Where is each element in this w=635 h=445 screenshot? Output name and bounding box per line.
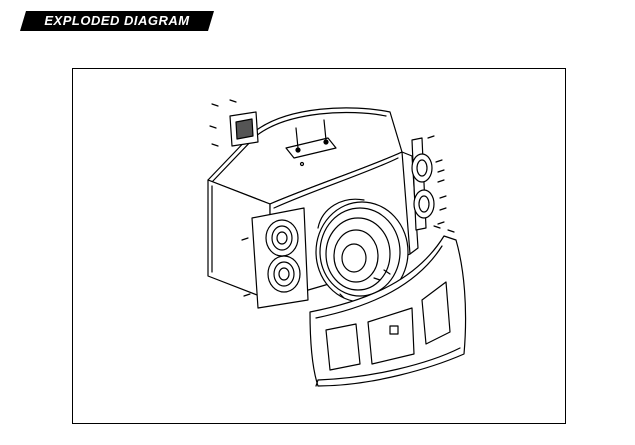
section-title: EXPLODED DIAGRAM — [44, 13, 190, 28]
diagram-frame — [72, 68, 566, 424]
tweeter-module — [241, 207, 309, 309]
woofer-driver — [315, 198, 409, 303]
side-tweeter-pair — [411, 135, 447, 231]
title-banner-shape — [20, 11, 214, 31]
front-grille — [309, 235, 467, 387]
exploded-speaker-diagram — [207, 99, 467, 387]
handle-plate — [209, 99, 259, 147]
section-title-badge: EXPLODED DIAGRAM — [20, 11, 214, 31]
top-mounting-bracket — [285, 119, 337, 167]
grille-screws — [373, 225, 455, 281]
